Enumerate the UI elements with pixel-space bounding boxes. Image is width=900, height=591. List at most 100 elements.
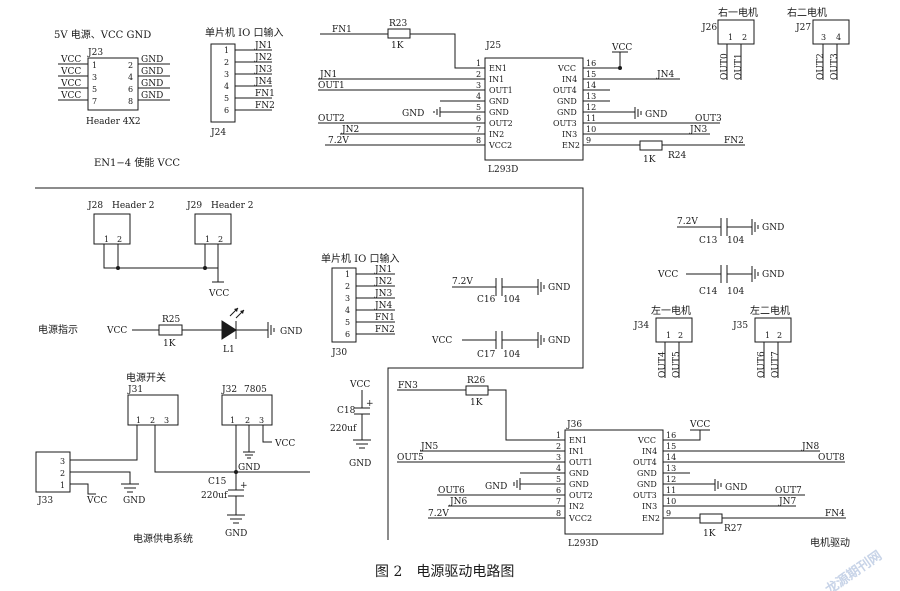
j29-pin: 1 bbox=[205, 235, 210, 244]
j23-body bbox=[87, 57, 139, 111]
j36-l293d-driver: J36 GND GND R26 1K R27 1K FN3 JN5 OUT5 O… bbox=[397, 376, 846, 549]
j25-gnd-right-symbol bbox=[634, 107, 642, 119]
j29-pin: 2 bbox=[218, 235, 223, 244]
motor-left1-net: OUT4 bbox=[658, 351, 668, 378]
motor-left2-net: OUT7 bbox=[771, 351, 781, 378]
motor-right1-pin: 1 bbox=[728, 33, 733, 42]
j30-pin-1: 1 bbox=[345, 270, 350, 279]
j30-body bbox=[331, 267, 357, 343]
j36-net-out6: OUT6 bbox=[438, 486, 465, 496]
j31-pin: 3 bbox=[164, 416, 169, 425]
led-l1-symbol bbox=[221, 307, 245, 340]
j25-pin-name: GND bbox=[489, 97, 509, 106]
j25-gnd-left-symbol bbox=[433, 107, 441, 117]
motor-left1-pin: 2 bbox=[678, 331, 683, 340]
watermark: 龙源期刊网 bbox=[822, 548, 884, 591]
j25-pin-name: IN2 bbox=[489, 130, 504, 139]
cap-c18: VCC + C18 220uf GND bbox=[330, 380, 374, 469]
motor-left-2: 左二电机 J35 1 2 OUT6 OUT7 bbox=[732, 304, 792, 378]
r26-resistor bbox=[465, 385, 489, 396]
j31-pin: 2 bbox=[150, 416, 155, 425]
j36-net-out5: OUT5 bbox=[397, 453, 424, 463]
j23-pin-5: 5 bbox=[92, 85, 97, 94]
j24-net-jn3: JN3 bbox=[254, 65, 272, 75]
j36-pin-name: GND bbox=[569, 469, 589, 478]
j36-pin-num: 9 bbox=[666, 509, 671, 518]
j36-pin-name: IN1 bbox=[569, 447, 584, 456]
j25-net-jn2: JN2 bbox=[341, 125, 359, 135]
motor-right1-pin: 2 bbox=[742, 33, 747, 42]
r26-value: 1K bbox=[470, 398, 483, 408]
j25-net-out2: OUT2 bbox=[318, 114, 345, 124]
j23-net-gnd: GND bbox=[141, 67, 163, 77]
j25-gnd-right: GND bbox=[645, 110, 667, 120]
j36-pin-num: 16 bbox=[666, 431, 676, 440]
j36-pin-name: IN2 bbox=[569, 502, 584, 511]
motor-left1-ref: J34 bbox=[633, 321, 649, 331]
j30-pin-6: 6 bbox=[345, 330, 350, 339]
motor-right-2: 右二电机 J27 3 4 OUT2 OUT3 bbox=[787, 6, 850, 80]
j28-pin: 2 bbox=[117, 235, 122, 244]
j24-ref: J24 bbox=[210, 128, 226, 138]
j30-net-fn1: FN1 bbox=[375, 313, 395, 323]
j23-net-vcc: VCC bbox=[60, 79, 81, 89]
j25-pin-labels: 1 EN1 2 IN1 3 OUT1 4 GND 5 GND 6 OUT2 7 … bbox=[476, 59, 596, 150]
io-input-title-1: 单片机 IO 口输入 bbox=[205, 26, 284, 39]
j33-pin: 2 bbox=[60, 469, 65, 478]
j36-pin-name: VCC bbox=[637, 436, 656, 445]
j36-pin-name: IN4 bbox=[642, 447, 657, 456]
power-switch-label: 电源开关 bbox=[126, 371, 166, 384]
j25-pin-num: 8 bbox=[476, 136, 481, 145]
c17-gnd: GND bbox=[548, 336, 570, 346]
j25-pin-name: EN2 bbox=[562, 141, 580, 150]
c15-gnd: GND bbox=[225, 529, 247, 539]
j36-pin-name: VCC2 bbox=[568, 514, 592, 523]
j25-net-out3: OUT3 bbox=[695, 114, 722, 124]
j33-vcc: VCC bbox=[86, 496, 107, 506]
c14-net: VCC bbox=[657, 270, 678, 280]
j29-ref: J29 bbox=[186, 201, 202, 211]
j36-net-jn8: JN8 bbox=[801, 442, 819, 452]
j25-pin-name: VCC bbox=[557, 64, 576, 73]
j25-pin-name: GND bbox=[557, 108, 577, 117]
j25-pin-name: IN4 bbox=[562, 75, 577, 84]
j32-part: 7805 bbox=[244, 385, 267, 395]
led-ref: L1 bbox=[223, 345, 235, 355]
j25-net-jn3: JN3 bbox=[689, 125, 707, 135]
motor-right2-net: OUT3 bbox=[830, 53, 840, 80]
j25-pin-name: IN1 bbox=[489, 75, 504, 84]
j30-net-jn3: JN3 bbox=[374, 289, 392, 299]
j36-pin-name: OUT3 bbox=[633, 491, 657, 500]
power-switch-j31: 电源开关 J31 1 2 3 bbox=[70, 371, 310, 473]
j24-body bbox=[210, 43, 236, 123]
motor-right1-net: OUT0 bbox=[720, 53, 730, 80]
c16-gnd: GND bbox=[548, 283, 570, 293]
j25-ref: J25 bbox=[485, 41, 501, 51]
j36-pin-num: 1 bbox=[556, 431, 561, 440]
io-input-title-2: 单片机 IO 口输入 bbox=[321, 252, 400, 265]
j25-net-jn1: JN1 bbox=[319, 70, 337, 80]
j36-pin-name: GND bbox=[569, 480, 589, 489]
motor-right2-body bbox=[812, 19, 850, 45]
j36-gnd-left-symbol bbox=[513, 478, 521, 490]
j25-l293d-driver: J25 GND GND R23 1K R24 1K FN1 JN1 OUT1 bbox=[318, 19, 745, 175]
r26-ref: R26 bbox=[467, 376, 486, 386]
r27-value: 1K bbox=[703, 529, 716, 539]
motor-right2-pin: 4 bbox=[836, 33, 841, 42]
j25-pin-num: 15 bbox=[586, 70, 596, 79]
j36-pin-labels: 1 EN1 2 IN1 3 OUT1 4 GND 5 GND 6 OUT2 7 … bbox=[556, 431, 676, 523]
j25-pin-name: IN3 bbox=[562, 130, 577, 139]
j24-pin-1: 1 bbox=[224, 46, 229, 55]
j24-net-fn1: FN1 bbox=[255, 89, 275, 99]
cap-c17: VCC GND C17 104 bbox=[431, 331, 570, 360]
c18-vcc: VCC bbox=[349, 380, 370, 390]
j36-net-fn4: FN4 bbox=[825, 509, 845, 519]
j36-part: L293D bbox=[568, 539, 598, 549]
c15-value: 220uf bbox=[201, 491, 228, 501]
j32-vcc: VCC bbox=[274, 439, 295, 449]
j25-pin-name: OUT3 bbox=[553, 119, 577, 128]
j25-pin-name: OUT2 bbox=[489, 119, 513, 128]
j36-net-72v: 7.2V bbox=[428, 509, 449, 519]
j24-net-jn4: JN4 bbox=[254, 77, 272, 87]
led-gnd-symbol bbox=[267, 322, 275, 338]
